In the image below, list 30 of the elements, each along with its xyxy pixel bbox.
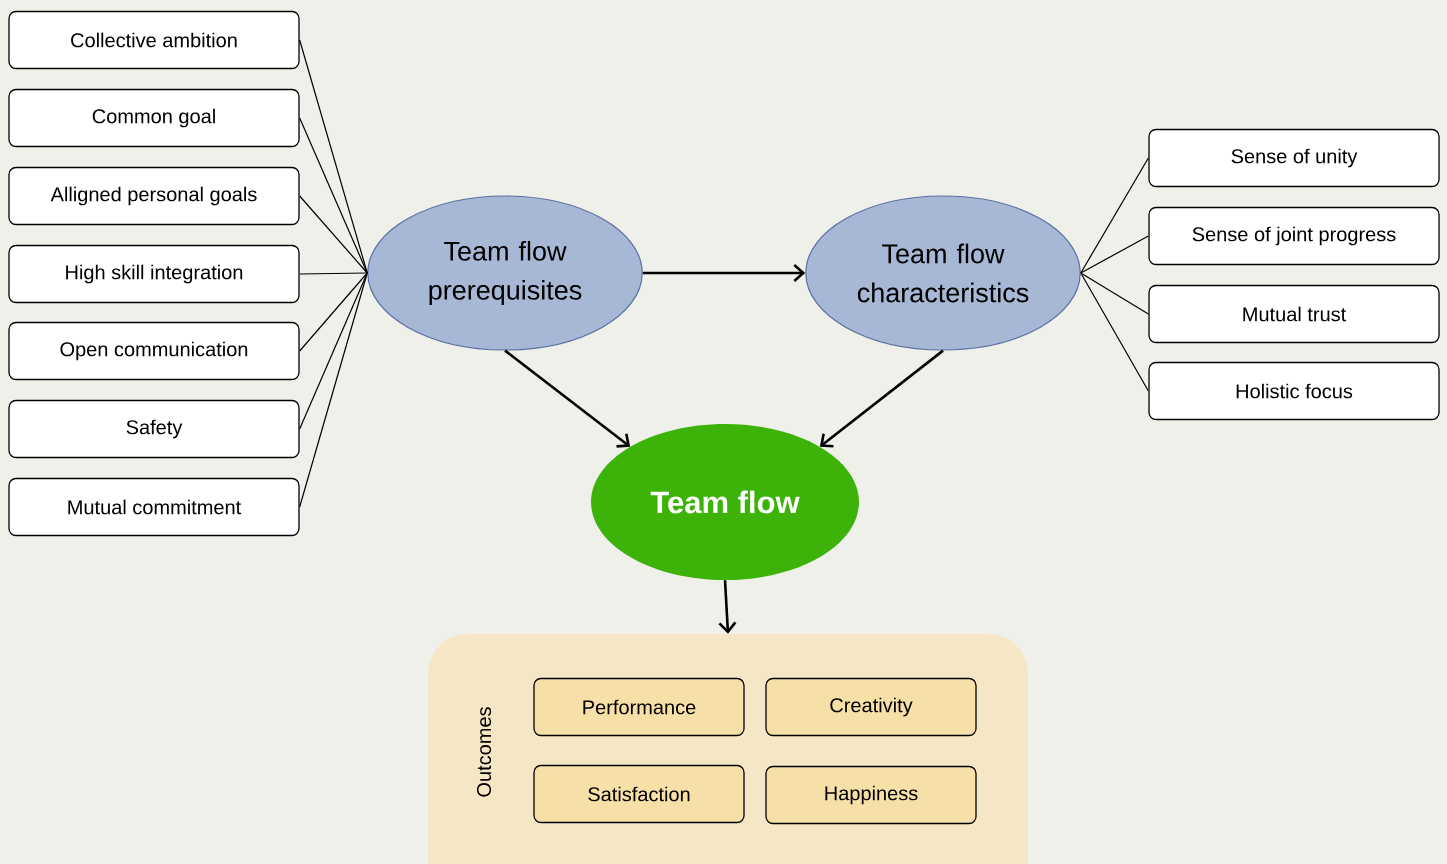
- text-box: Mutual commitment: [8, 477, 300, 537]
- connector-line: [299, 117, 368, 274]
- connector-line: [299, 272, 368, 508]
- connector-line: [299, 272, 368, 352]
- outcome-box: Performance: [533, 677, 745, 737]
- text-box: Collective ambition: [8, 10, 300, 70]
- text-box: Alligned personal goals: [8, 166, 300, 226]
- connector-line: [1080, 157, 1149, 274]
- connector-line: [299, 272, 368, 275]
- text-box: Mutual trust: [1148, 284, 1440, 344]
- text-box: Safety: [8, 399, 300, 459]
- outcome-box: Happiness: [765, 765, 977, 825]
- connector-line: [299, 195, 368, 274]
- connector-line: [1080, 235, 1149, 274]
- text-box: High skill integration: [8, 244, 300, 304]
- connector-line: [1080, 272, 1149, 392]
- text-box: Sense of joint progress: [1148, 206, 1440, 266]
- text-box: Sense of unity: [1148, 128, 1440, 188]
- connector-line: [299, 272, 368, 430]
- arrow: [819, 349, 944, 448]
- arrow: [718, 580, 737, 634]
- outcome-box: Satisfaction: [533, 764, 745, 824]
- text-box: Holistic focus: [1148, 361, 1440, 421]
- connector-line: [1080, 272, 1149, 315]
- outcome-box: Creativity: [765, 677, 977, 737]
- text-box: Open communication: [8, 321, 300, 381]
- panel-heading: Outcomes: [476, 707, 492, 797]
- arrow: [504, 349, 631, 448]
- arrow: [642, 264, 806, 282]
- text-box: Common goal: [8, 88, 300, 148]
